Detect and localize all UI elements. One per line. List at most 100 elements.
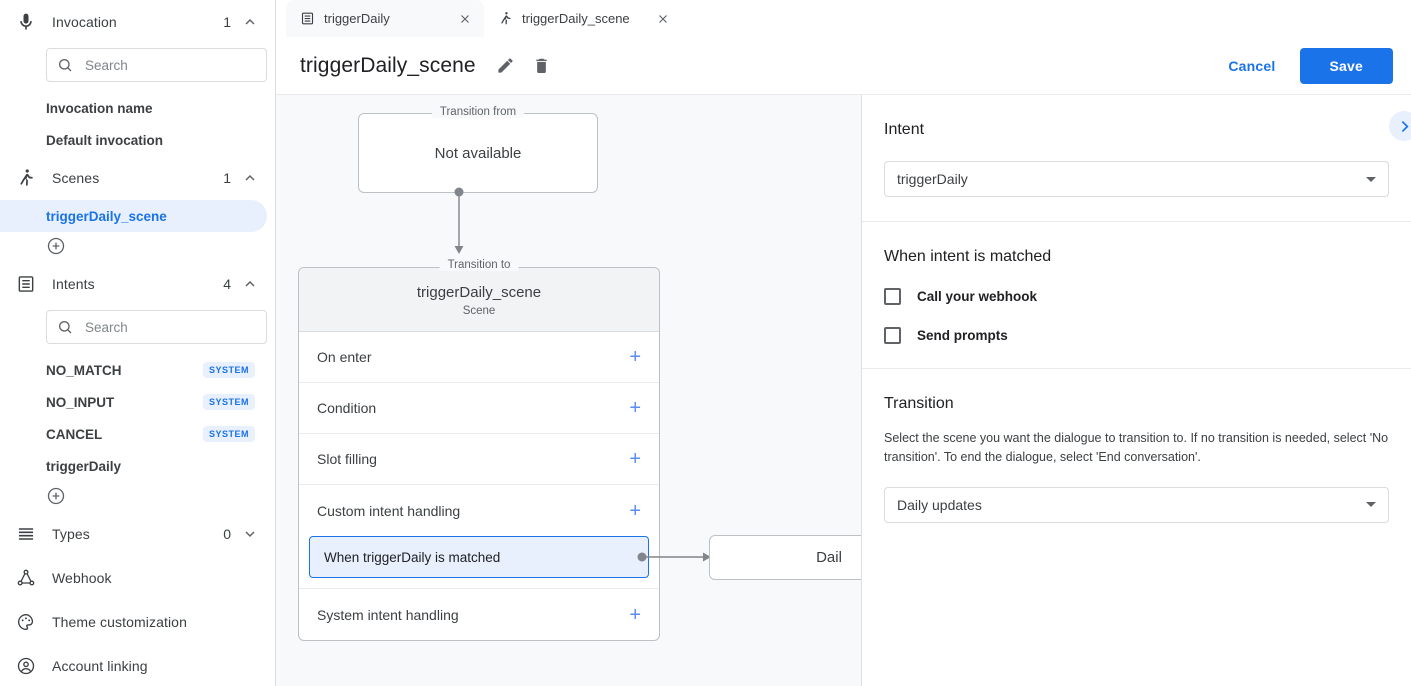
scenes-icon <box>14 166 38 190</box>
scene-row-condition[interactable]: Condition + <box>299 383 659 434</box>
transition-description: Select the scene you want the dialogue t… <box>884 431 1389 464</box>
add-intent-icon[interactable] <box>46 486 66 506</box>
sidebar-item-label: Webhook <box>52 570 112 586</box>
intent-handler-chip[interactable]: When triggerDaily is matched <box>309 536 649 578</box>
sidebar-group-count: 1 <box>223 14 231 30</box>
search-icon <box>57 319 73 335</box>
tab-triggerdaily-scene[interactable]: triggerDaily_scene <box>484 0 682 37</box>
pencil-icon[interactable] <box>492 52 520 80</box>
intent-select-value: triggerDaily <box>897 171 968 187</box>
sidebar-item-default-invocation[interactable]: Default invocation <box>0 124 267 156</box>
sidebar-group-count: 1 <box>223 170 231 186</box>
checkbox-call-your-webhook[interactable]: Call your webhook <box>884 288 1389 305</box>
invocation-search-box[interactable] <box>46 48 267 82</box>
scene-card[interactable]: triggerDaily_scene Scene On enter + Cond… <box>298 267 660 641</box>
cancel-button[interactable]: Cancel <box>1214 49 1289 83</box>
connector-handler-to-target <box>637 552 711 562</box>
scene-row-label: System intent handling <box>317 606 459 623</box>
chevron-right-icon[interactable] <box>1389 111 1411 141</box>
sidebar-item-account-linking[interactable]: Account linking <box>0 644 275 686</box>
checkbox-icon[interactable] <box>884 327 901 344</box>
page-title: triggerDaily_scene <box>300 53 476 77</box>
scene-card-title: triggerDaily_scene <box>416 284 542 301</box>
chevron-up-icon[interactable] <box>241 13 259 31</box>
sidebar-item-label: triggerDaily_scene <box>46 208 167 224</box>
sidebar-item-no-input[interactable]: NO_INPUT SYSTEM <box>0 386 267 418</box>
chevron-down-icon <box>1366 176 1376 182</box>
sidebar-group-intents[interactable]: Intents 4 <box>0 262 275 306</box>
sidebar-item-label: triggerDaily <box>46 458 122 474</box>
chevron-up-icon[interactable] <box>241 169 259 187</box>
properties-panel: Intent triggerDaily When intent is match… <box>862 95 1411 686</box>
sidebar-item-triggerdaily-scene[interactable]: triggerDaily_scene <box>0 200 267 232</box>
tab-label: triggerDaily_scene <box>522 11 630 26</box>
invocation-search-input[interactable] <box>83 56 256 74</box>
mic-icon <box>14 10 38 34</box>
checkbox-icon[interactable] <box>884 288 901 305</box>
connector-from-to-scene <box>454 187 464 254</box>
transition-from-node[interactable]: Transition from Not available <box>358 106 598 193</box>
page-header: triggerDaily_scene Cancel Save <box>276 37 1411 95</box>
chevron-up-icon[interactable] <box>241 275 259 293</box>
transition-from-value: Not available <box>434 144 522 162</box>
add-intent-row <box>0 482 275 512</box>
scene-row-on-enter[interactable]: On enter + <box>299 332 659 383</box>
transition-select[interactable]: Daily updates <box>884 486 1389 523</box>
sidebar-group-types[interactable]: Types 0 <box>0 512 275 556</box>
status-badge: SYSTEM <box>202 394 255 410</box>
intents-icon <box>14 272 38 296</box>
sidebar-item-no-match[interactable]: NO_MATCH SYSTEM <box>0 354 267 386</box>
target-node[interactable]: Tr Dail <box>709 535 861 580</box>
types-icon <box>14 522 38 546</box>
scene-row-system-intent-handling[interactable]: System intent handling + <box>299 589 659 640</box>
add-icon[interactable]: + <box>629 603 641 626</box>
close-icon[interactable] <box>458 12 472 26</box>
trash-icon[interactable] <box>528 52 556 80</box>
panel-section-intent: Intent triggerDaily <box>862 95 1411 222</box>
intent-select[interactable]: triggerDaily <box>884 161 1389 197</box>
scene-row-label: On enter <box>317 349 372 365</box>
scene-row-label: Slot filling <box>317 451 377 467</box>
add-icon[interactable]: + <box>629 346 641 368</box>
sidebar-item-webhook[interactable]: Webhook <box>0 556 275 600</box>
add-scene-icon[interactable] <box>46 236 66 256</box>
scene-row-slot-filling[interactable]: Slot filling + <box>299 434 659 485</box>
sidebar-group-scenes[interactable]: Scenes 1 <box>0 156 275 200</box>
sidebar-item-cancel[interactable]: CANCEL SYSTEM <box>0 418 267 450</box>
intents-search-box[interactable] <box>46 310 267 344</box>
save-button[interactable]: Save <box>1299 47 1393 84</box>
palette-icon <box>14 610 38 634</box>
checkbox-label: Call your webhook <box>917 289 1038 304</box>
checkbox-send-prompts[interactable]: Send prompts <box>884 327 1389 344</box>
scene-graph-canvas[interactable]: Transition from Not available Transition… <box>276 95 862 686</box>
status-badge: SYSTEM <box>202 426 255 442</box>
panel-section-transition: Transition Select the scene you want the… <box>862 369 1411 547</box>
checkbox-label: Send prompts <box>917 328 1008 343</box>
sidebar-group-invocation[interactable]: Invocation 1 <box>0 0 275 44</box>
sidebar-item-label: NO_MATCH <box>46 362 122 378</box>
sidebar-item-theme-customization[interactable]: Theme customization <box>0 600 275 644</box>
intent-tab-icon <box>300 11 315 26</box>
main-content: triggerDaily triggerDaily_scene triggerD… <box>276 0 1411 686</box>
tab-triggerdaily[interactable]: triggerDaily <box>286 0 484 37</box>
handler-wrap: When triggerDaily is matched <box>299 536 659 589</box>
scene-card-header: triggerDaily_scene Scene <box>299 268 659 332</box>
add-icon[interactable]: + <box>629 397 641 419</box>
sidebar-group-label: Invocation <box>52 14 117 30</box>
add-icon[interactable]: + <box>629 448 641 470</box>
scene-row-custom-intent-handling[interactable]: Custom intent handling + <box>299 485 659 536</box>
intents-search-input[interactable] <box>83 318 256 336</box>
transition-heading: Transition <box>884 395 954 412</box>
when-matched-heading: When intent is matched <box>884 248 1052 265</box>
transition-from-legend: Transition from <box>431 106 525 118</box>
sidebar-item-invocation-name[interactable]: Invocation name <box>0 92 267 124</box>
chevron-down-icon <box>1366 502 1376 507</box>
add-scene-row <box>0 232 275 262</box>
chevron-down-icon[interactable] <box>241 525 259 543</box>
close-icon[interactable] <box>656 12 670 26</box>
sidebar-group-label: Scenes <box>52 170 100 186</box>
sidebar-item-triggerdaily[interactable]: triggerDaily <box>0 450 267 482</box>
sidebar-group-label: Intents <box>52 276 95 292</box>
add-icon[interactable]: + <box>629 499 641 522</box>
sidebar-item-label: CANCEL <box>46 426 103 442</box>
